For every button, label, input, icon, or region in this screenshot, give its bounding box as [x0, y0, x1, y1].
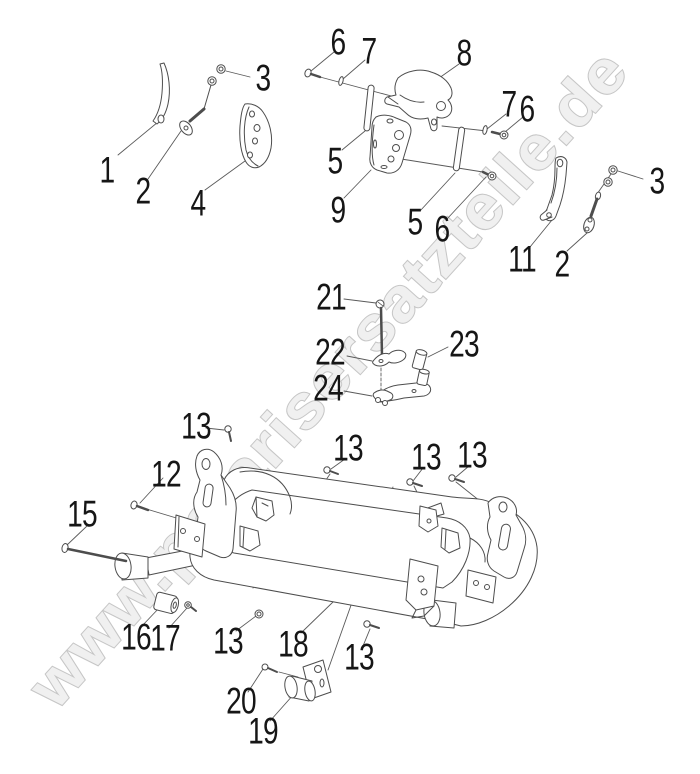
- bolt-12: [130, 500, 150, 512]
- part-4-pad: [239, 103, 273, 169]
- callout-6-10: 6: [434, 208, 451, 250]
- callout-19-32: 19: [248, 710, 279, 752]
- part-8-cover: [384, 69, 453, 132]
- callout-3-13: 3: [649, 160, 666, 202]
- callout-17-27: 17: [150, 617, 181, 659]
- callout-1-0: 1: [99, 149, 116, 191]
- callout-7-5: 7: [361, 30, 378, 72]
- bolt-13-mid-1: [323, 466, 339, 475]
- frame-bracket-a: [251, 496, 275, 522]
- part-11-lever: [539, 156, 568, 222]
- callout-13-22: 13: [333, 427, 364, 469]
- callout-8-6: 8: [456, 32, 473, 74]
- part-19-roller-bracket: [284, 659, 332, 702]
- bolt-13-mid-2: [406, 478, 423, 487]
- bushing-16: [153, 591, 180, 615]
- frame-bracket-d: [440, 527, 461, 554]
- washer-7-right: [482, 125, 488, 135]
- callout-16-26: 16: [121, 616, 152, 658]
- part-9-guard: [369, 114, 412, 174]
- callout-6-4: 6: [330, 21, 347, 63]
- callout-15-25: 15: [67, 493, 98, 535]
- frame-assembly: [114, 448, 538, 629]
- callout-12-21: 12: [151, 453, 182, 495]
- callout-6-12: 6: [519, 88, 536, 130]
- callout-3-2: 3: [255, 57, 272, 99]
- callout-2-1: 2: [135, 170, 152, 212]
- frame-bracket-c: [418, 502, 445, 533]
- bolt-13-top-left: [224, 425, 232, 442]
- callout-13-20: 13: [181, 405, 212, 447]
- pin-5-left: [363, 84, 375, 132]
- part-24-tube-clamp: [372, 368, 432, 406]
- part-1-lever: [152, 62, 170, 125]
- bolt-17: [184, 601, 197, 612]
- bracket-left-plate: [173, 514, 206, 558]
- bolt-13-mid-3: [448, 474, 465, 483]
- bolt-20: [261, 663, 278, 673]
- callout-9-8: 9: [330, 189, 347, 231]
- bracket-right-hook: [486, 496, 527, 579]
- callout-13-24: 13: [457, 434, 488, 476]
- part-22-clamp: [372, 349, 407, 367]
- callout-4-3: 4: [190, 182, 207, 224]
- nut-3-left: [207, 64, 226, 86]
- part-2-link-right: [583, 191, 602, 234]
- bolt-15: [61, 543, 128, 563]
- bolt-6-right: [490, 130, 509, 140]
- bolt-6-lower: [481, 170, 497, 181]
- callout-24-19: 24: [313, 367, 344, 409]
- bolt-21: [375, 299, 385, 358]
- callout-2-15: 2: [554, 243, 571, 285]
- part-23-bushing: [411, 349, 428, 371]
- callout-22-17: 22: [315, 331, 346, 373]
- callout-13-28: 13: [213, 620, 244, 662]
- bolt-6-top-left: [304, 68, 322, 79]
- nut-13-bottom-left: [254, 609, 264, 619]
- bracket-right-plate: [465, 569, 497, 604]
- callout-7-11: 7: [501, 83, 518, 125]
- callout-13-23: 13: [411, 436, 442, 478]
- pin-5-right: [452, 126, 466, 172]
- nut-3-right: [603, 165, 618, 187]
- callout-21-16: 21: [316, 276, 347, 318]
- callout-13-30: 13: [344, 636, 375, 678]
- washer-7-left: [338, 76, 344, 86]
- frame-bracket-b: [239, 525, 261, 552]
- callout-5-7: 5: [327, 140, 344, 182]
- frame-bracket-plate: [405, 558, 439, 619]
- callout-23-18: 23: [449, 323, 480, 365]
- callout-5-9: 5: [407, 201, 424, 243]
- bolt-13-bottom-center: [363, 620, 380, 629]
- callout-11-14: 11: [508, 238, 536, 280]
- part-2-link-left: [179, 84, 212, 136]
- callout-20-31: 20: [226, 680, 257, 722]
- callout-18-29: 18: [278, 623, 309, 665]
